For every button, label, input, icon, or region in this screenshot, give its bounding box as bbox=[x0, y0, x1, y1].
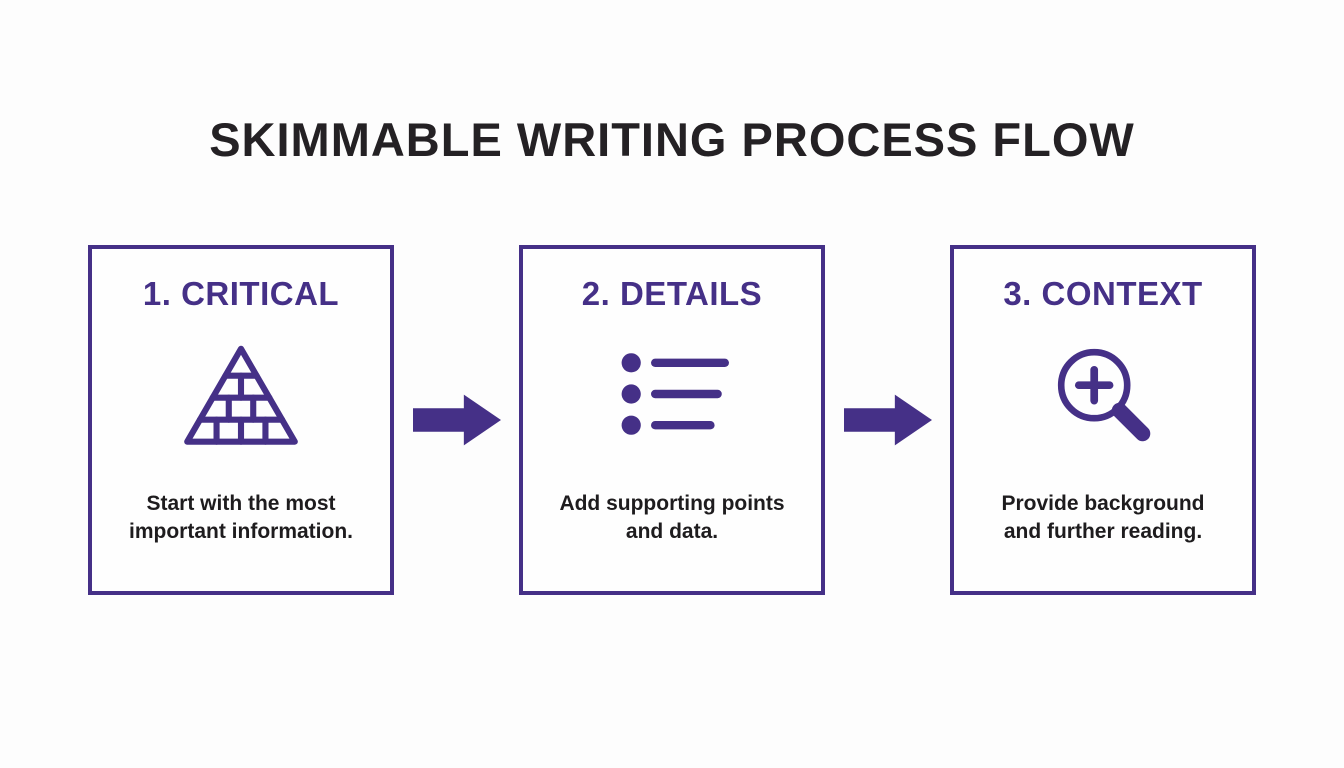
page-title: SKIMMABLE WRITING PROCESS FLOW bbox=[209, 113, 1135, 166]
arrow-right-icon bbox=[394, 245, 519, 595]
step-heading: 2. DETAILS bbox=[581, 275, 763, 312]
step-box-details: 2. DETAILS Add supporting points and dat… bbox=[519, 245, 825, 595]
arrow-right-icon bbox=[825, 245, 950, 595]
step-box-context: 3. CONTEXT Provide background and furthe… bbox=[950, 245, 1256, 595]
pyramid-icon bbox=[112, 313, 370, 475]
step-description: Provide background and further reading. bbox=[1001, 491, 1205, 543]
process-flow: 1. CRITICAL Start with the most importan… bbox=[0, 245, 1344, 595]
step-heading: 1. CRITICAL bbox=[142, 275, 340, 312]
step-heading: 3. CONTEXT bbox=[1003, 275, 1203, 312]
list-icon bbox=[543, 313, 801, 475]
step-description: Start with the most important informatio… bbox=[129, 491, 353, 543]
step-box-critical: 1. CRITICAL Start with the most importan… bbox=[88, 245, 394, 595]
magnifier-plus-icon bbox=[974, 313, 1232, 475]
step-description: Add supporting points and data. bbox=[559, 491, 785, 543]
